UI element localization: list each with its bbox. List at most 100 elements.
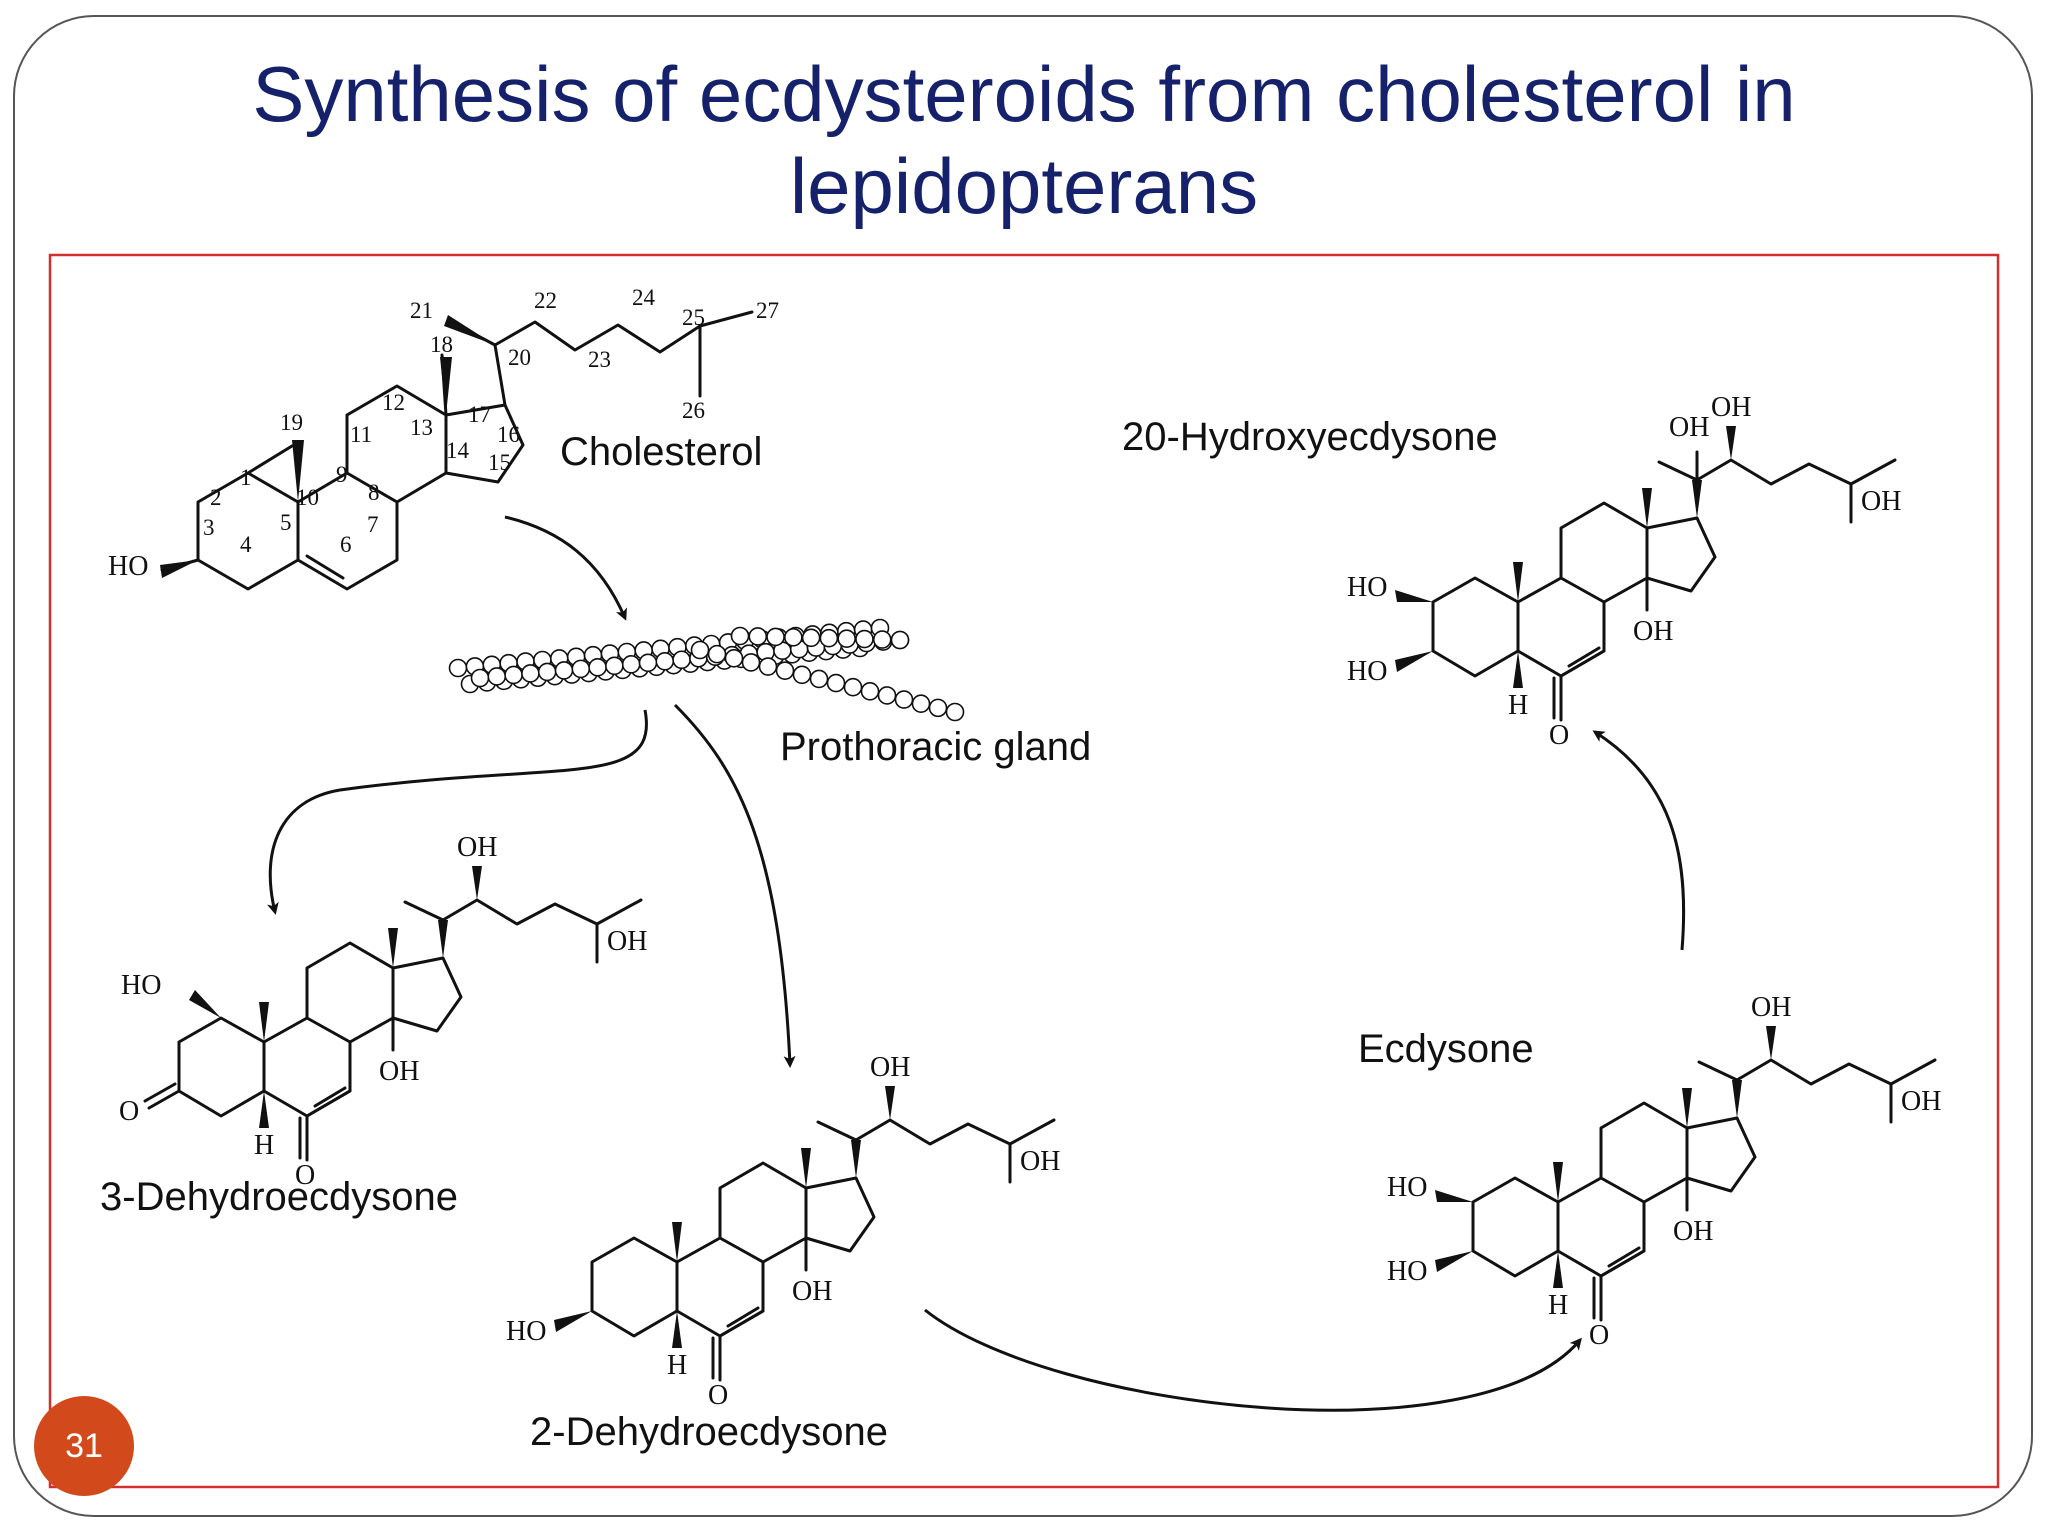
ring-d	[804, 1176, 876, 1253]
gland-cell	[894, 690, 914, 709]
ring-d	[1645, 516, 1717, 593]
arrow-gland-to-2dehydro	[673, 703, 796, 1068]
gland-cell	[690, 640, 710, 660]
h-wedge	[672, 1311, 682, 1348]
gland-cell	[741, 653, 761, 672]
chol-atom-number: 3	[203, 515, 215, 540]
methyl-wedge	[259, 1002, 269, 1042]
gland-cell	[487, 667, 507, 686]
gland-cell	[621, 655, 641, 674]
ring-c	[305, 941, 395, 1044]
methyl-wedge	[1553, 1162, 1563, 1202]
gland-cell	[448, 658, 468, 678]
side-chain	[1735, 1058, 1937, 1086]
side-chain	[441, 898, 643, 926]
ketone-bond	[143, 1082, 177, 1103]
oh-label: OH	[1673, 1216, 1713, 1247]
double-bond	[1607, 1246, 1641, 1268]
chol-atom-number: 13	[410, 415, 433, 440]
hydrogen-label: H	[1508, 690, 1528, 721]
gland-cell	[521, 664, 540, 683]
label-20-hydroxyecdysone: 20-Hydroxyecdysone	[1122, 415, 1498, 459]
ho-wedge	[1435, 1190, 1473, 1202]
gland-cell	[837, 629, 856, 648]
oh-label: OH	[1633, 616, 1673, 647]
title-line-2: lepidopterans	[789, 142, 1259, 230]
ring-b	[1516, 576, 1606, 678]
oh-label: OH	[792, 1276, 832, 1307]
pathway-arrows	[267, 515, 1686, 1412]
bond	[305, 1089, 352, 1118]
ring-a	[1431, 576, 1520, 678]
h-wedge	[1553, 1251, 1563, 1288]
gland-cell	[819, 628, 839, 648]
oxygen-label: O	[1589, 1320, 1609, 1351]
ho-label: HO	[1347, 656, 1387, 687]
gland-cell	[928, 698, 948, 718]
methyl-21	[403, 900, 445, 922]
ho-wedge	[1395, 651, 1433, 672]
chol-atom-number: 23	[588, 347, 611, 372]
gland-cell	[911, 694, 931, 714]
chol-atom-number: 5	[280, 510, 292, 535]
chol-atom-number: 7	[367, 512, 379, 537]
ring-c	[1559, 501, 1649, 604]
gland-cell	[945, 702, 965, 722]
label-2-dehydroecdysone: 2-Dehydroecdysone	[530, 1410, 888, 1454]
gland-cell	[537, 662, 557, 682]
chol-atom-number: 8	[368, 480, 380, 505]
methyl-wedge	[672, 1222, 682, 1262]
ho-wedge	[189, 990, 221, 1018]
methyl-wedge	[388, 928, 398, 968]
ho-wedge	[554, 1311, 592, 1332]
chol-atom-number: 2	[210, 485, 222, 510]
chol-atom-number: 24	[632, 285, 656, 310]
arrow-2dehydro-to-ecdysone	[924, 1308, 1582, 1412]
gland-cell	[775, 661, 795, 680]
oh-label: OH	[1751, 992, 1791, 1023]
gland-cell	[809, 669, 829, 689]
ketone-bond	[147, 1089, 181, 1110]
ho-wedge	[1395, 590, 1433, 602]
h-wedge	[259, 1091, 269, 1128]
label-3-dehydroecdysone: 3-Dehydroecdysone	[100, 1175, 458, 1219]
hydrogen-label: H	[254, 1130, 274, 1161]
side-chain	[1695, 458, 1897, 486]
gland-cell	[860, 682, 880, 701]
oh-wedge	[1766, 1026, 1776, 1060]
chol-wedge-21	[444, 315, 495, 345]
gland-cell	[784, 628, 803, 647]
ho-wedge	[1435, 1251, 1473, 1272]
chol-wedge-ho	[160, 560, 198, 578]
oh-label: OH	[1711, 392, 1751, 423]
sidechain-wedge	[1692, 480, 1702, 518]
oh-wedge	[885, 1086, 895, 1120]
ring-b	[262, 1016, 352, 1118]
hydrogen-label: H	[1548, 1290, 1568, 1321]
oh-label: OH	[379, 1056, 419, 1087]
oh-label: OH	[1861, 486, 1901, 517]
chol-atom-number: 22	[534, 288, 557, 313]
gland-cell	[872, 630, 892, 649]
gland-cell	[504, 665, 523, 685]
chol-wedge-19	[292, 440, 304, 502]
chol-atom-number: 4	[240, 532, 252, 557]
oh-label: OH	[457, 832, 497, 863]
double-bond	[726, 1306, 760, 1328]
chol-atom-number: 6	[340, 532, 352, 557]
oxygen-label: O	[119, 1096, 139, 1127]
ho-label: HO	[1387, 1172, 1427, 1203]
chol-atom-number: 21	[410, 298, 433, 323]
ho-label: HO	[1387, 1256, 1427, 1287]
bond	[1599, 1249, 1646, 1278]
gland-cell	[554, 661, 574, 680]
gland-cell	[470, 668, 490, 688]
chol-atom-number: 11	[350, 422, 372, 447]
methyl-wedge	[1642, 488, 1652, 528]
methyl-21	[1697, 1060, 1739, 1082]
label-ecdysone: Ecdysone	[1358, 1027, 1534, 1071]
gland-cell	[672, 650, 691, 670]
